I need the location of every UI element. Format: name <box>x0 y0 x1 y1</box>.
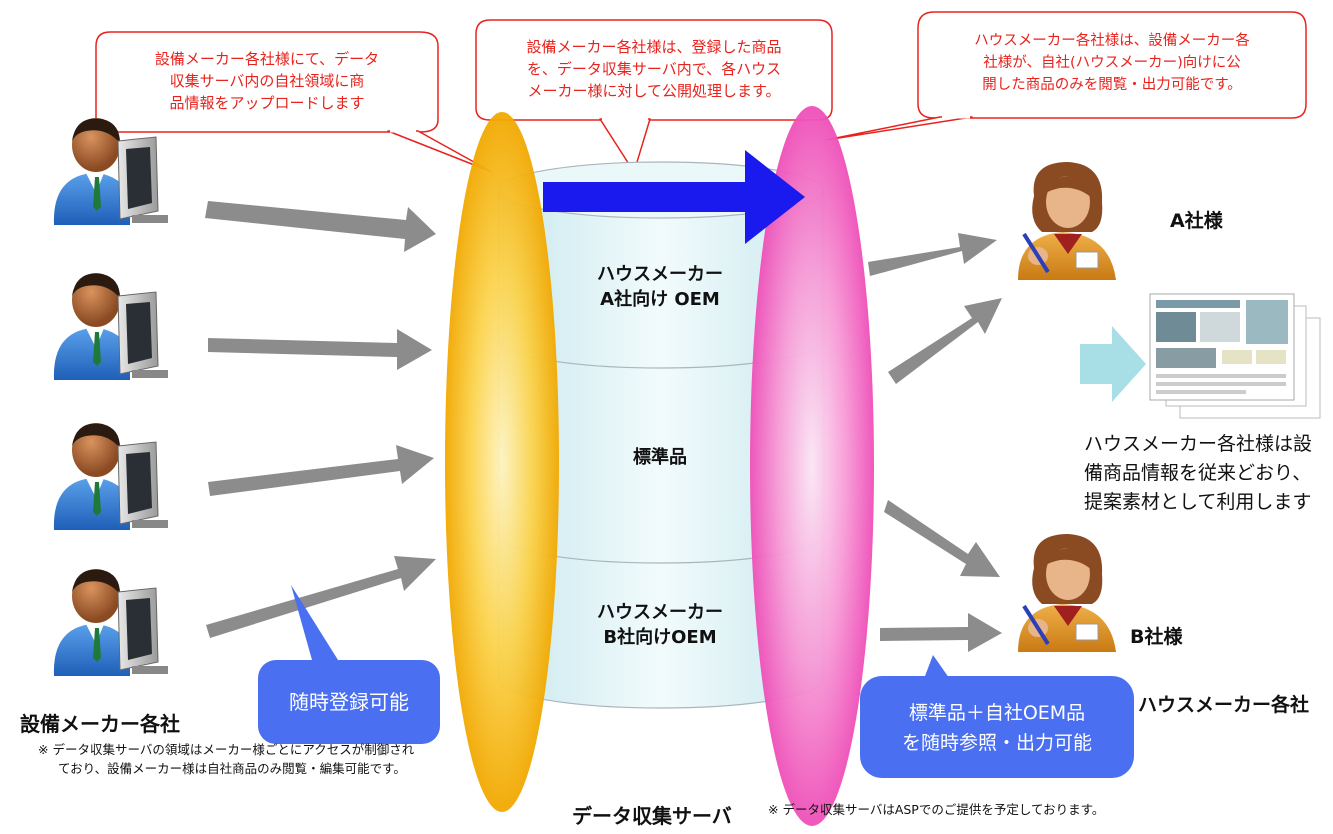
segment-b-line: ハウスメーカー <box>597 602 723 623</box>
computer-user-icon <box>53 273 168 380</box>
callout-left <box>95 31 493 173</box>
callout-left-line: 収集サーバ内の自社領域に商 <box>169 72 365 90</box>
left-note: ※ データ収集サーバの領域はメーカー様ごとにアクセスが制御され ており、設備メー… <box>38 740 498 778</box>
housemaker-description-line: ハウスメーカー各社様は設 <box>1084 433 1313 455</box>
housemakers-label: ハウスメーカー各社 <box>1138 694 1310 716</box>
computer-user-icon <box>53 118 168 225</box>
housemaker-description-line: 提案素材として利用します <box>1084 491 1312 513</box>
callout-right-line: 社様が、自社(ハウスメーカー)向けに公 <box>983 55 1241 71</box>
left-note-line: ており、設備メーカー様は自社商品のみ閲覧・編集可能です。 <box>58 761 406 776</box>
housemaker-description: ハウスメーカー各社様は設 備商品情報を従来どおり、 提案素材として利用します <box>1084 430 1333 517</box>
pink-band <box>750 106 874 826</box>
callout-left-text: 設備メーカー各社様にて、データ 収集サーバ内の自社領域に商 品情報をアップロード… <box>100 48 434 114</box>
publish-arrow <box>543 150 805 244</box>
bubble-right-line: 標準品＋自社OEM品 <box>908 702 1086 724</box>
callout-middle-text: 設備メーカー各社様は、登録した商品 を、データ収集サーバ内で、各ハウス メーカー… <box>478 36 830 102</box>
bubble-right-text: 標準品＋自社OEM品 を随時参照・出力可能 <box>860 698 1134 758</box>
computer-user-icon <box>53 569 168 676</box>
bubble-right <box>860 655 1134 778</box>
upload-arrows <box>205 201 436 638</box>
callout-middle-line: メーカー様に対して公開処理します。 <box>527 82 781 100</box>
callout-right-line: 開した商品のみを閲覧・出力可能です。 <box>982 77 1242 93</box>
callout-middle-line: 設備メーカー各社様は、登録した商品 <box>526 38 782 56</box>
output-arrow-b1 <box>884 500 1000 577</box>
catalog-pointer-arrow <box>1080 326 1146 402</box>
housemaker-description-line: 備商品情報を従来どおり、 <box>1084 462 1312 484</box>
bubble-left <box>258 585 440 744</box>
segment-standard-label: 標準品 <box>633 447 687 468</box>
upload-arrow-3 <box>208 445 434 496</box>
company-b-label: B社様 <box>1130 626 1183 648</box>
bubble-left-text: 随時登録可能 <box>289 690 409 714</box>
manufacturers-label: 設備メーカー各社 <box>20 712 180 736</box>
output-arrow-b2 <box>880 613 1002 652</box>
upload-arrow-2 <box>208 329 432 370</box>
footer-note: ※ データ収集サーバはASPでのご提供を予定しております。 <box>768 802 1105 817</box>
segment-b-line: B社向けOEM <box>603 627 717 648</box>
upload-arrow-1 <box>205 201 436 252</box>
computer-user-icon <box>53 423 168 530</box>
yellow-band <box>445 112 559 812</box>
callout-left-line: 品情報をアップロードします <box>169 94 365 112</box>
output-arrows <box>868 233 1002 652</box>
bubble-right-line: を随時参照・出力可能 <box>901 732 1092 754</box>
segment-a-label: ハウスメーカー A社向け OEM <box>540 262 780 312</box>
callout-right-line: ハウスメーカー各社様は、設備メーカー各 <box>974 33 1250 49</box>
callout-middle-line: を、データ収集サーバ内で、各ハウス <box>526 60 782 78</box>
output-arrow-catalog <box>888 298 1002 384</box>
callout-left-line: 設備メーカー各社様にて、データ <box>154 50 380 68</box>
company-a-label: A社様 <box>1170 210 1223 232</box>
businesswoman-icon <box>1018 534 1116 652</box>
callout-middle <box>475 19 833 173</box>
callout-right-text: ハウスメーカー各社様は、設備メーカー各 社様が、自社(ハウスメーカー)向けに公 … <box>920 30 1304 96</box>
output-arrow-a <box>868 233 997 276</box>
callout-right <box>825 11 1307 141</box>
segment-a-line: ハウスメーカー <box>597 264 723 285</box>
left-note-line: ※ データ収集サーバの領域はメーカー様ごとにアクセスが制御され <box>38 742 415 757</box>
database-caption: データ収集サーバ <box>572 804 732 828</box>
upload-arrow-4 <box>206 556 436 638</box>
segment-a-line: A社向け OEM <box>600 289 720 310</box>
businesswoman-icon <box>1018 162 1116 280</box>
segment-b-label: ハウスメーカー B社向けOEM <box>540 600 780 650</box>
catalog-icon <box>1149 293 1321 419</box>
